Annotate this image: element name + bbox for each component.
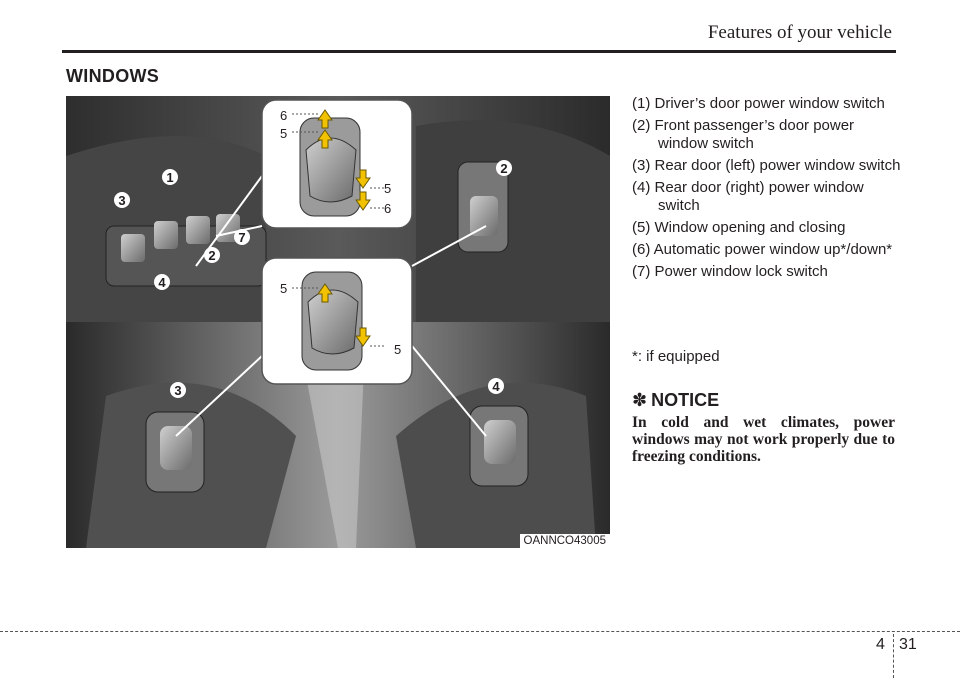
footer-rule: [0, 631, 960, 632]
inset-label-5a: 5: [280, 126, 287, 141]
section-title: WINDOWS: [66, 66, 160, 86]
inset-label-5d: 5: [394, 342, 401, 357]
callout-4-top: 4: [158, 275, 166, 290]
legend-item-2: (2) Front passenger’s door power window …: [632, 117, 855, 152]
running-header: Features of your vehicle: [707, 22, 892, 43]
figure-illustration: 1 2 2 3 4 7 3 4 6 5 5 6 5 5: [66, 96, 610, 548]
header-rule: [62, 50, 896, 53]
figure-code: OANNCO43005: [519, 534, 610, 548]
inset-label-5c: 5: [280, 281, 287, 296]
legend-list: (1) Driver’s door power window switch (2…: [632, 95, 902, 285]
inset-label-5b: 5: [384, 181, 391, 196]
legend-item-5: (5) Window opening and closing: [632, 219, 846, 236]
inset-label-6a: 6: [280, 108, 287, 123]
page-number: 31: [899, 636, 917, 653]
legend-item-4: (4) Rear door (right) power window switc…: [632, 179, 864, 214]
legend-item-3: (3) Rear door (left) power window switch: [632, 157, 901, 174]
footnote: *: if equipped: [632, 348, 720, 365]
callout-4-rear: 4: [492, 379, 500, 394]
legend-item-7: (7) Power window lock switch: [632, 263, 828, 280]
notice-star-icon: ✽: [632, 390, 648, 410]
callout-2-driver: 2: [208, 248, 215, 263]
legend-item-1: (1) Driver’s door power window switch: [632, 95, 885, 112]
page-divider: [893, 634, 894, 678]
notice-body: In cold and wet climates, power windows …: [632, 414, 895, 465]
window-switch-figure: 1 2 2 3 4 7 3 4 6 5 5 6 5 5 OANNCO43005: [66, 96, 610, 548]
callout-2-top: 2: [500, 161, 507, 176]
legend-item-6: (6) Automatic power window up*/down*: [632, 241, 893, 258]
callout-7: 7: [238, 230, 245, 245]
callout-1: 1: [166, 170, 173, 185]
notice-heading: ✽NOTICE: [632, 390, 719, 411]
notice-title: NOTICE: [651, 390, 720, 410]
callout-3-top: 3: [118, 193, 125, 208]
inset-label-6b: 6: [384, 201, 391, 216]
callout-3-rear: 3: [174, 383, 181, 398]
chapter-number: 4: [876, 636, 885, 653]
